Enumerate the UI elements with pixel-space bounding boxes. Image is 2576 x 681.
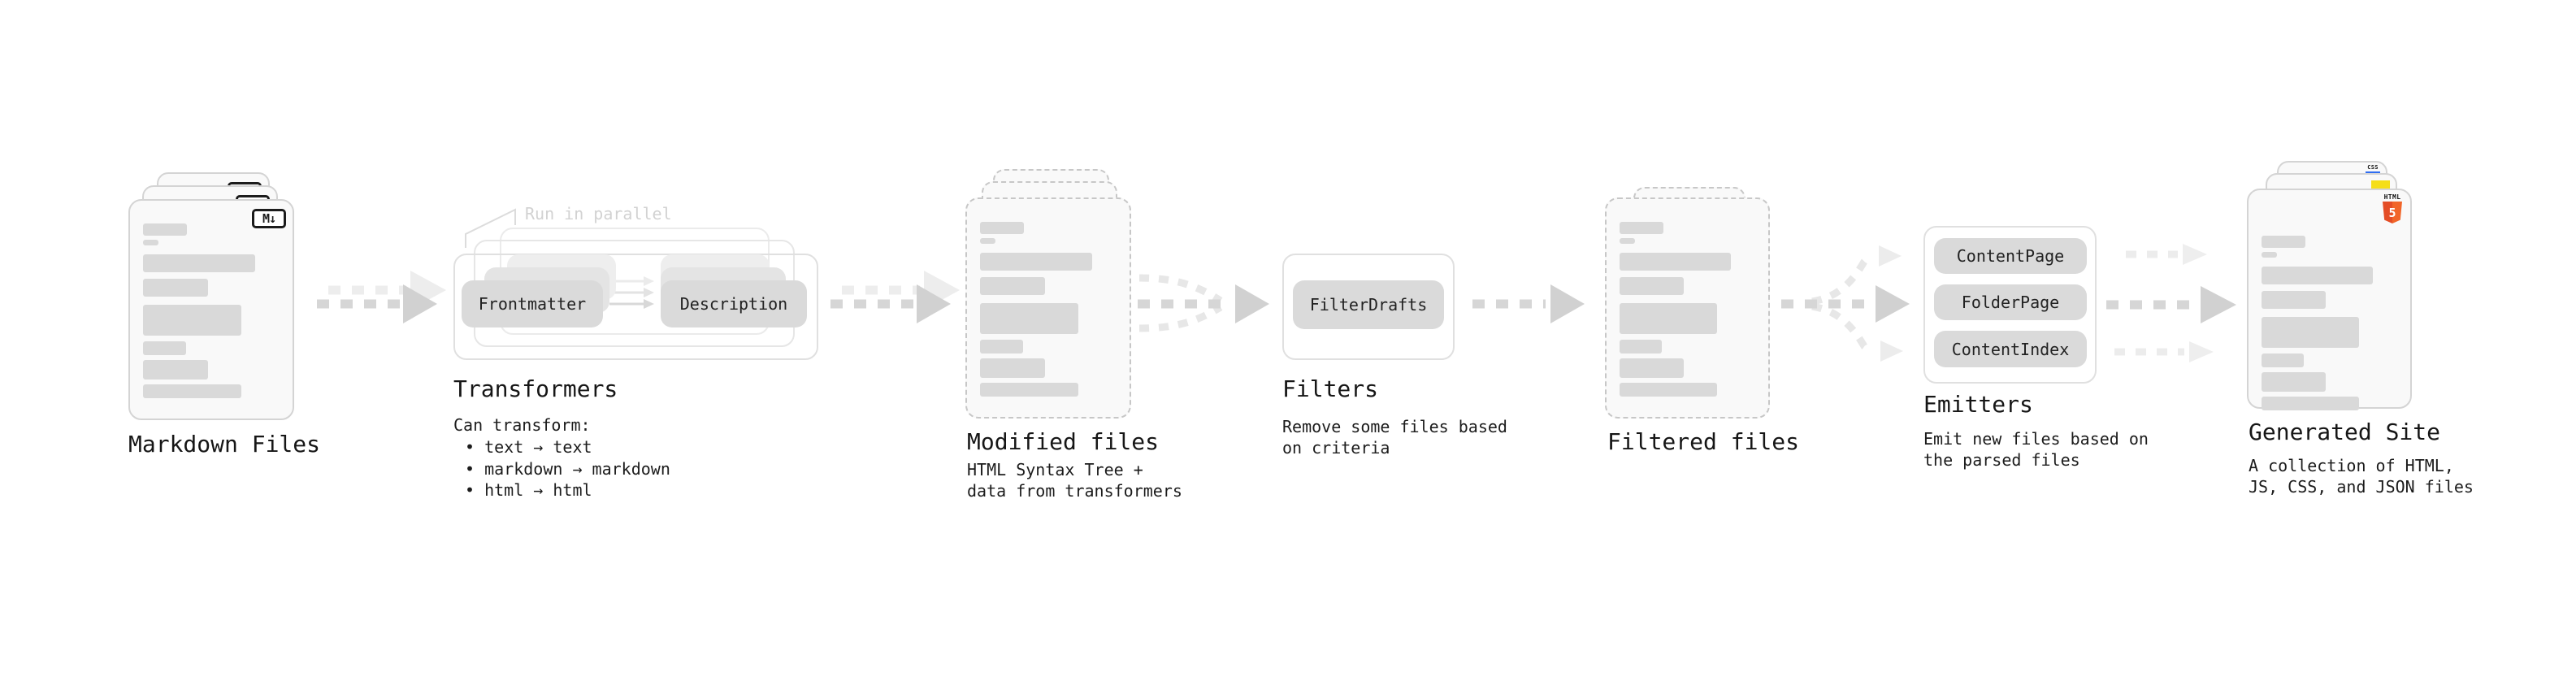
- stage-label-markdown-files: Markdown Files: [128, 431, 321, 458]
- content-line: [2262, 354, 2305, 367]
- generated-site-description: JS, CSS, and JSON files: [2249, 477, 2474, 497]
- content-line: [2262, 252, 2277, 258]
- filters-description: on criteria: [1282, 438, 1390, 458]
- content-line: [143, 240, 158, 245]
- emitter-box-folderpage: FolderPage: [1934, 284, 2087, 320]
- filter-box: FilterDrafts: [1293, 280, 1444, 329]
- content-line: [1620, 238, 1635, 244]
- generated-site-description: A collection of HTML,: [2249, 456, 2454, 475]
- transformer-input-box: Frontmatter: [462, 280, 603, 327]
- content-line: [980, 253, 1092, 271]
- content-line: [980, 358, 1045, 378]
- transform-bullet: • markdown → markdown: [465, 459, 670, 479]
- doc-content-placeholder: [143, 223, 281, 398]
- content-line: [143, 305, 241, 336]
- content-line: [143, 360, 208, 380]
- modified-file-card-front: [965, 197, 1131, 419]
- run-in-parallel-annotation: Run in parallel: [525, 204, 672, 223]
- content-line: [1620, 340, 1663, 354]
- filters-description: Remove some files based: [1282, 417, 1507, 436]
- arrow-markdown-to-transformers-icon: [317, 271, 446, 323]
- content-line: [2262, 267, 2373, 284]
- content-line: [2262, 397, 2359, 410]
- transform-bullet: • html → html: [465, 480, 592, 500]
- emitter-box-contentpage: ContentPage: [1934, 238, 2087, 274]
- html5-icon: HTML 5: [2382, 193, 2403, 223]
- arrow-emitters-to-site-icon: [2106, 244, 2236, 362]
- content-line: [1620, 303, 1717, 334]
- content-line: [143, 384, 241, 398]
- content-line: [143, 279, 208, 297]
- content-line: [1620, 383, 1717, 397]
- html5-icon-label: HTML: [2383, 193, 2401, 201]
- html5-icon-shield: 5: [2383, 202, 2402, 223]
- transformer-frame-front: [453, 254, 818, 360]
- stage-label-transformers: Transformers: [453, 375, 618, 402]
- content-line: [143, 341, 186, 355]
- content-line: [1620, 358, 1685, 378]
- doc-content-placeholder: [1620, 222, 1757, 397]
- emitter-box-contentindex: ContentIndex: [1934, 331, 2087, 367]
- content-line: [1620, 222, 1664, 234]
- arrow-filters-to-filtered-icon: [1472, 284, 1585, 323]
- content-line: [2262, 291, 2327, 309]
- html5-icon-number: 5: [2388, 205, 2396, 220]
- content-line: [980, 222, 1025, 234]
- stage-label-filters: Filters: [1282, 375, 1379, 402]
- content-line: [2262, 372, 2327, 392]
- emitters-description: Emit new files based on: [1923, 429, 2149, 449]
- content-line: [980, 277, 1045, 295]
- emitters-description: the parsed files: [1923, 450, 2080, 470]
- stage-label-emitters: Emitters: [1923, 391, 2033, 418]
- transformers-subtitle: Can transform:: [453, 415, 591, 435]
- content-line: [2262, 236, 2306, 248]
- css-icon-label: CSS: [2367, 164, 2379, 171]
- content-line: [980, 340, 1023, 354]
- site-file-card-html: HTML 5: [2247, 189, 2412, 410]
- javascript-icon: [2371, 180, 2390, 190]
- stage-label-modified-files: Modified files: [967, 428, 1160, 455]
- content-line: [143, 254, 255, 272]
- filtered-file-card-front: [1605, 197, 1770, 419]
- content-line: [980, 238, 995, 244]
- content-line: [2262, 317, 2359, 348]
- transform-bullet: • text → text: [465, 437, 592, 457]
- stage-label-filtered-files: Filtered files: [1607, 428, 1800, 455]
- content-line: [980, 383, 1078, 397]
- content-line: [143, 223, 188, 236]
- content-line: [980, 303, 1078, 334]
- markdown-file-card-front: M↓: [128, 199, 294, 420]
- doc-content-placeholder: [2262, 236, 2399, 410]
- content-line: [1620, 253, 1731, 271]
- arrow-modified-to-filters-icon: [1138, 274, 1269, 332]
- content-line: [1620, 277, 1685, 295]
- arrow-transformers-to-modified-icon: [830, 271, 960, 323]
- stage-label-generated-site: Generated Site: [2249, 419, 2441, 445]
- markdown-icon: M↓: [252, 209, 286, 228]
- doc-content-placeholder: [980, 222, 1118, 397]
- modified-files-description: data from transformers: [967, 481, 1182, 501]
- arrow-filtered-to-emitters-icon: [1781, 245, 1910, 362]
- modified-files-description: HTML Syntax Tree +: [967, 460, 1143, 479]
- transformer-output-box: Description: [661, 280, 807, 327]
